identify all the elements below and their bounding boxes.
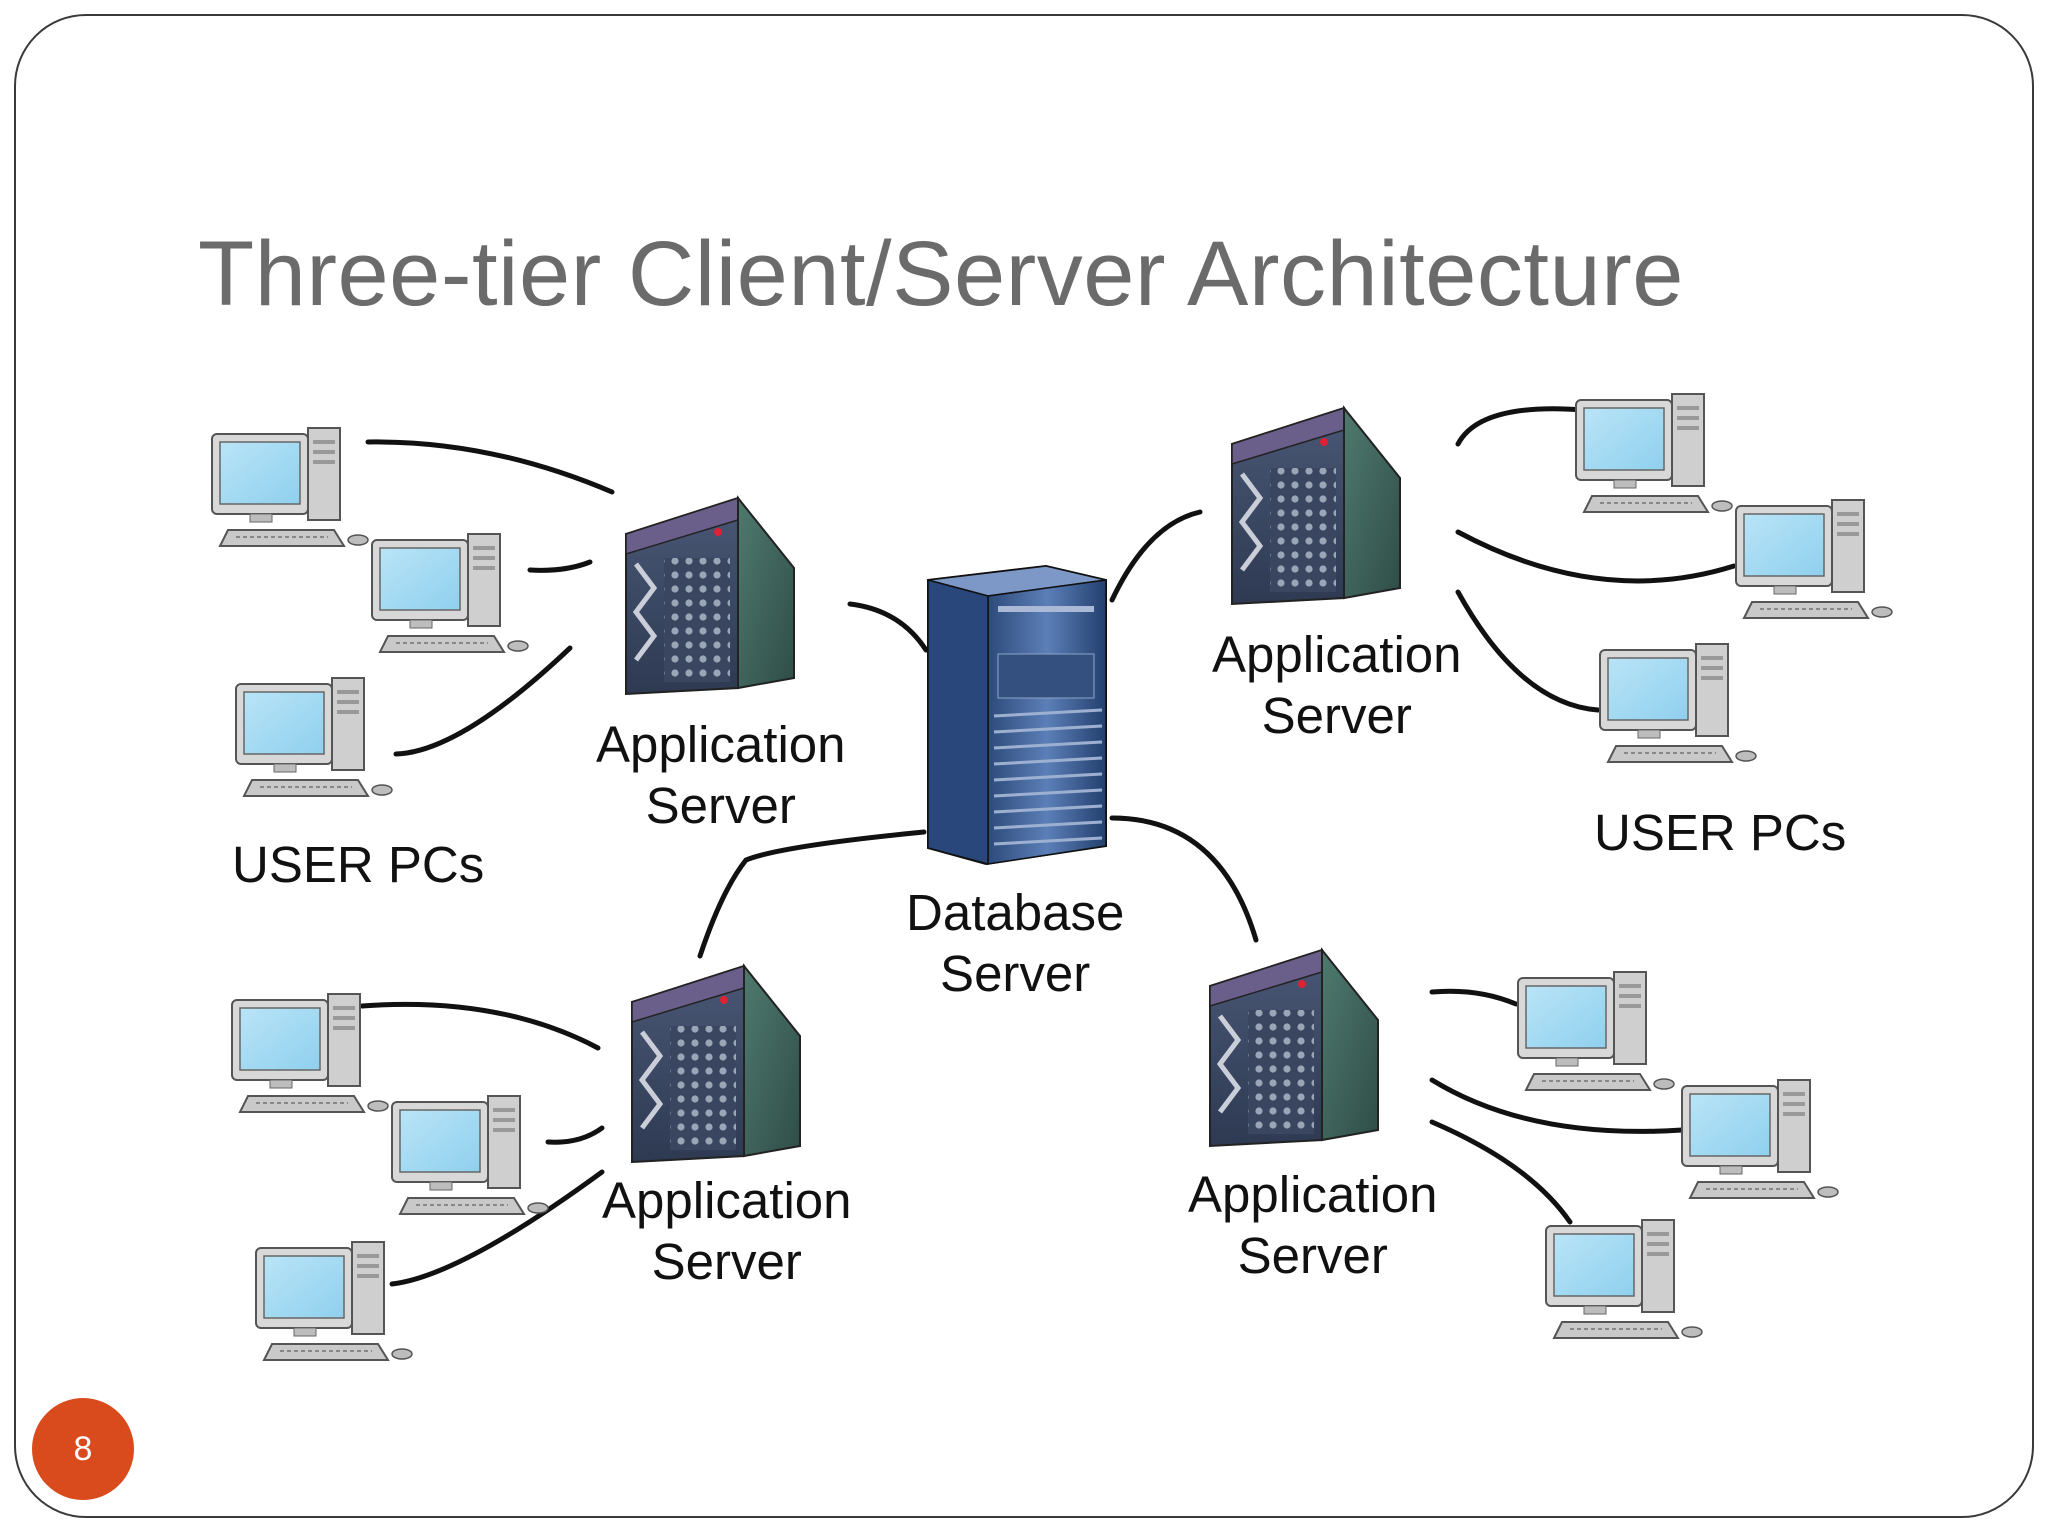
- app-server-label-line2: Server: [1237, 1227, 1388, 1284]
- user-pc-icon: [1517, 971, 1675, 1091]
- user-pc-icon: [1575, 393, 1733, 513]
- user-pc-icon: [391, 1095, 549, 1215]
- link-app1-db: [847, 601, 929, 653]
- user-pc-icon: [255, 1241, 413, 1361]
- app-server-label-line1: Application: [1212, 626, 1462, 683]
- app-server-icon-3: [632, 966, 800, 1162]
- user-pcs-label-right: USER PCs: [1594, 804, 1847, 861]
- link-pc-tl1: [365, 439, 615, 495]
- database-server-icon: [927, 564, 1107, 866]
- user-pc-icon: [1681, 1079, 1839, 1199]
- user-pc-icon: [235, 677, 393, 797]
- user-pcs-label-left: USER PCs: [232, 836, 485, 893]
- app-server-label-line2: Server: [1261, 687, 1412, 744]
- app-server-label-line1: Application: [1188, 1166, 1438, 1223]
- link-db-app4: [1109, 815, 1259, 943]
- app-server-label-4: Application Server: [1188, 1164, 1438, 1286]
- app-server-icon-2: [1232, 408, 1400, 604]
- app-server-icon-1: [626, 498, 794, 694]
- user-pcs-top-left: [211, 427, 529, 797]
- app-server-icon-4: [1210, 950, 1378, 1146]
- database-server-label-line1: Database: [906, 884, 1125, 941]
- user-pcs-bottom-left: [231, 993, 549, 1361]
- app-server-label-1: Application Server: [596, 714, 846, 836]
- app-server-label-line1: Application: [602, 1172, 852, 1229]
- connection-lines: [359, 406, 1737, 1287]
- user-pc-icon: [211, 427, 369, 547]
- link-pc-tl3: [393, 645, 573, 757]
- link-pc-br3: [1429, 1119, 1573, 1225]
- link-pc-tr1: [1455, 406, 1587, 447]
- user-pc-icon: [1735, 499, 1893, 619]
- app-server-label-3: Application Server: [602, 1170, 852, 1292]
- page-number-badge: 8: [32, 1398, 134, 1500]
- link-pc-br1: [1429, 988, 1519, 1007]
- app-server-label-line2: Server: [651, 1233, 802, 1290]
- link-pc-bl1: [359, 1001, 601, 1051]
- app-server-label-2: Application Server: [1212, 624, 1462, 746]
- database-server-label: Database Server: [906, 882, 1124, 1004]
- link-pc-tl2: [527, 559, 593, 573]
- link-pc-bl3: [389, 1169, 605, 1287]
- app-server-label-line2: Server: [645, 777, 796, 834]
- link-db-app3: [697, 829, 927, 959]
- user-pc-icon: [1599, 643, 1757, 763]
- database-server-label-line2: Server: [940, 945, 1091, 1002]
- link-pc-tr2: [1455, 529, 1737, 584]
- user-pc-icon: [371, 533, 529, 653]
- link-pc-bl2: [545, 1125, 605, 1145]
- link-pc-tr3: [1455, 589, 1601, 713]
- slide-title: Three-tier Client/Server Architecture: [198, 223, 1684, 325]
- user-pcs-bottom-right: [1517, 971, 1839, 1339]
- user-pc-icon: [1545, 1219, 1703, 1339]
- link-db-app2: [1109, 509, 1203, 603]
- user-pcs-top-right: [1575, 393, 1893, 763]
- link-pc-br2: [1429, 1077, 1685, 1134]
- app-server-label-line1: Application: [596, 716, 846, 773]
- user-pc-icon: [231, 993, 389, 1113]
